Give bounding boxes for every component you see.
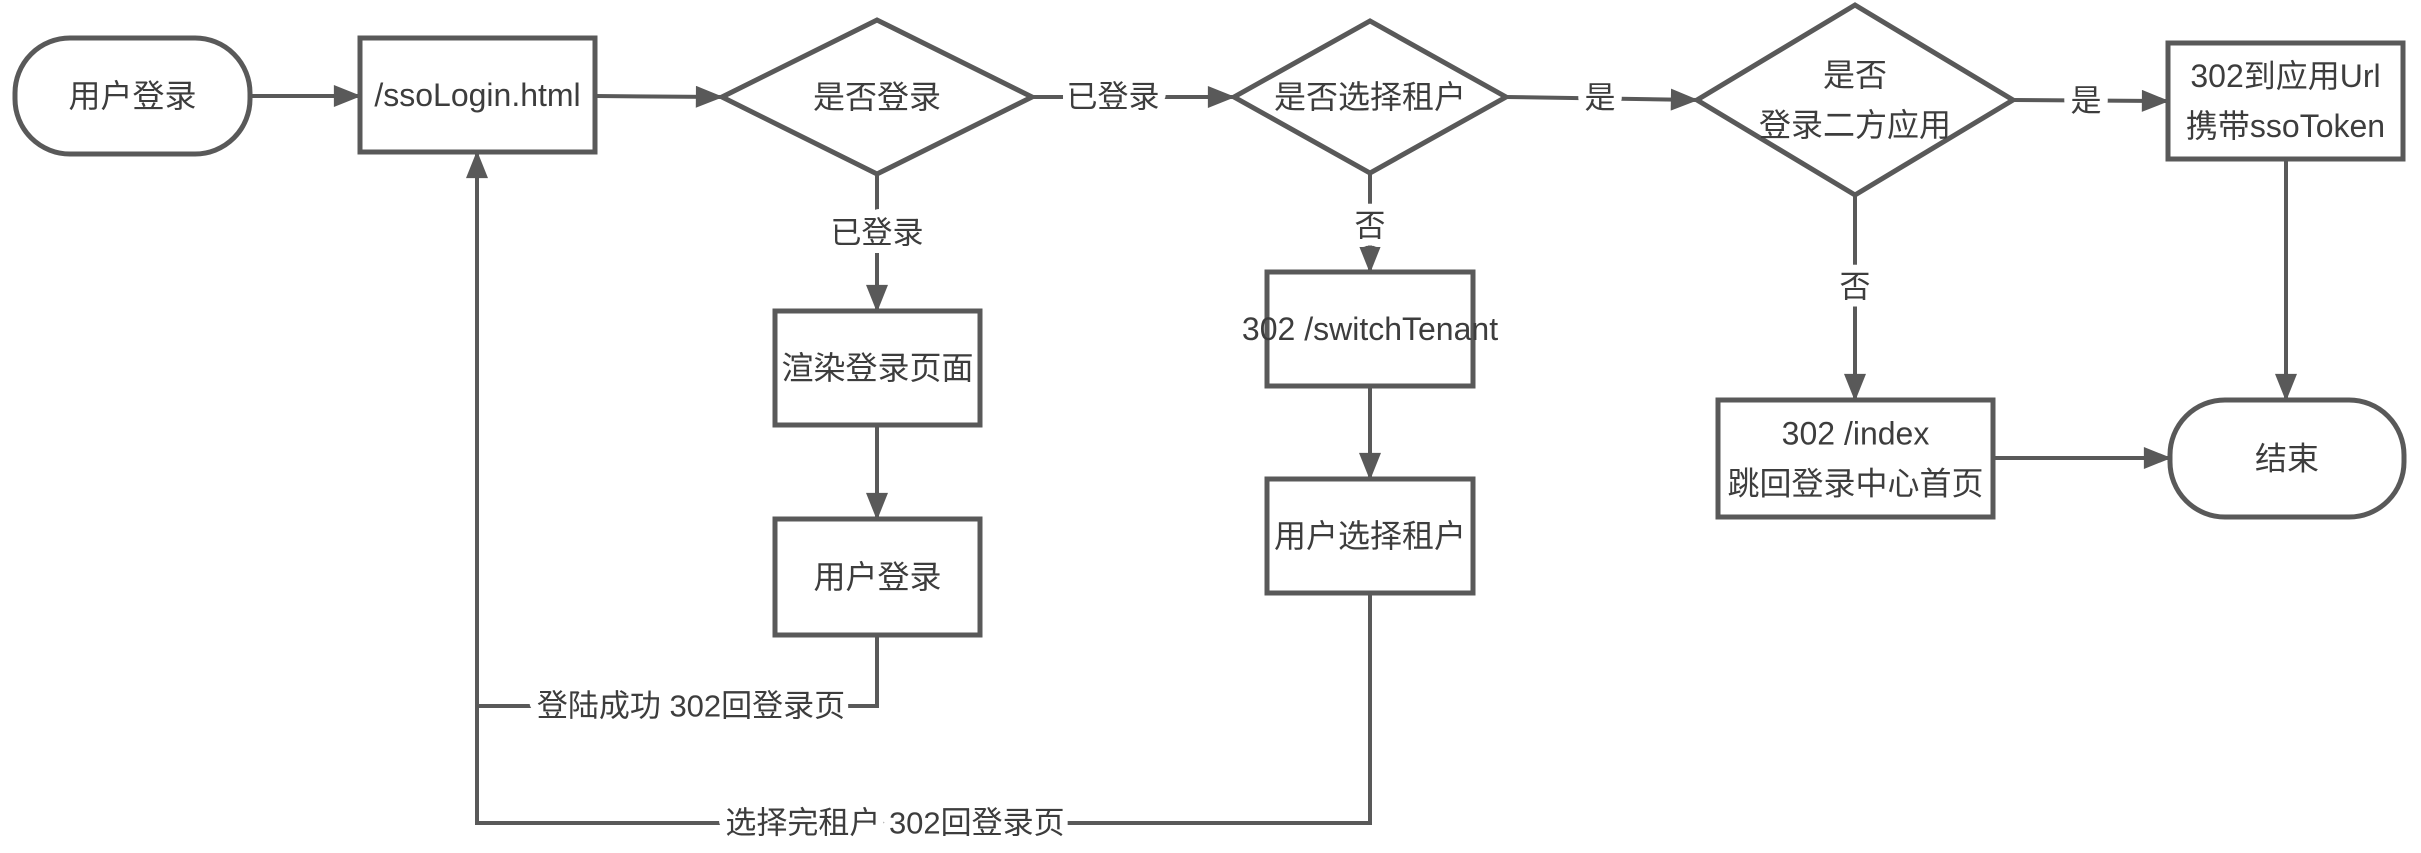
node-label-is-tenant-selected: 是否选择租户 [1274, 79, 1466, 115]
connector-line-istenant-to-issecond [1505, 88, 1699, 111]
edge-istenant-to-switch: 否 [1347, 173, 1394, 274]
edge-label-issecond-to-appurl: 是 [2071, 84, 2102, 119]
node-label-sso-login-page: /ssoLogin.html [374, 77, 580, 113]
edge-islogged-to-render: 已登录 [823, 174, 932, 313]
node-is-logged-in: 是否登录 [716, 17, 1038, 177]
terminator-shape-end [2167, 397, 2407, 520]
node-label-render-login-page: 渲染登录页面 [781, 350, 973, 386]
decision-shape-is-tenant-selected [1228, 18, 1512, 176]
node-switch-tenant: 302 /switchTenant [1242, 269, 1498, 389]
node-label-end: 结束 [2255, 441, 2319, 477]
node-is-tenant-selected: 是否选择租户 [1228, 18, 1512, 176]
node-is-second-party-logged-in: 是否登录二方应用 [1692, 2, 2018, 198]
edge-label-islogged-to-istenant: 已登录 [1067, 80, 1160, 115]
node-render-login-page: 渲染登录页面 [772, 308, 983, 428]
edge-label-istenant-to-switch: 否 [1355, 209, 1386, 244]
edge-issecond-to-index: 否 [1832, 195, 1879, 402]
process-shape-user-login [772, 516, 983, 638]
edge-islogged-to-istenant: 已登录 [1032, 72, 1236, 123]
process-shape-switch-tenant [1264, 269, 1476, 389]
edge-tenant-back-to-sso: 选择完租户 302回登录页 [466, 150, 1372, 849]
node-user-select-tenant: 用户选择租户 [1264, 476, 1476, 596]
connector-line-login-back-to-sso [477, 635, 879, 708]
decision-shape-is-second-party-logged-in [1692, 2, 2018, 198]
node-user-login: 用户登录 [772, 516, 983, 638]
node-label-is-second-party-logged-in: 是否登录二方应用 [1759, 57, 1951, 143]
process-shape-app-url-redirect [2165, 40, 2406, 162]
process-shape-index-redirect [1715, 397, 1996, 520]
node-label-is-logged-in: 是否登录 [813, 79, 941, 115]
edge-issecond-to-appurl: 是 [2012, 76, 2170, 127]
node-label-switch-tenant: 302 /switchTenant [1242, 311, 1498, 347]
edge-label-istenant-to-issecond: 是 [1585, 81, 1616, 116]
edge-istenant-to-issecond: 是 [1505, 73, 1699, 124]
connector-line-issecond-to-appurl [2012, 89, 2170, 112]
node-label-user-login: 用户登录 [813, 559, 941, 595]
edge-label-islogged-to-render: 已登录 [831, 216, 924, 251]
node-end: 结束 [2167, 397, 2407, 520]
edge-label-issecond-to-index: 否 [1840, 270, 1871, 305]
decision-shape-is-logged-in [716, 17, 1038, 177]
node-label-user-select-tenant: 用户选择租户 [1274, 518, 1466, 554]
process-shape-user-select-tenant [1264, 476, 1476, 596]
process-shape-sso-login-page [357, 35, 598, 155]
edge-label-login-back-to-sso: 登陆成功 302回登录页 [537, 689, 845, 724]
node-label-start: 用户登录 [68, 78, 196, 114]
edge-login-back-to-sso: 登陆成功 302回登录页 [477, 635, 879, 732]
connector-line-sso-to-islogged [594, 85, 724, 108]
process-shape-render-login-page [772, 308, 983, 428]
connector-line-tenant-back-to-sso [466, 150, 1372, 825]
node-sso-login-page: /ssoLogin.html [357, 35, 598, 155]
node-start: 用户登录 [12, 35, 253, 157]
edge-sso-to-islogged [594, 85, 724, 108]
edge-label-tenant-back-to-sso: 选择完租户 302回登录页 [725, 806, 1064, 841]
terminator-shape-start [12, 35, 253, 157]
